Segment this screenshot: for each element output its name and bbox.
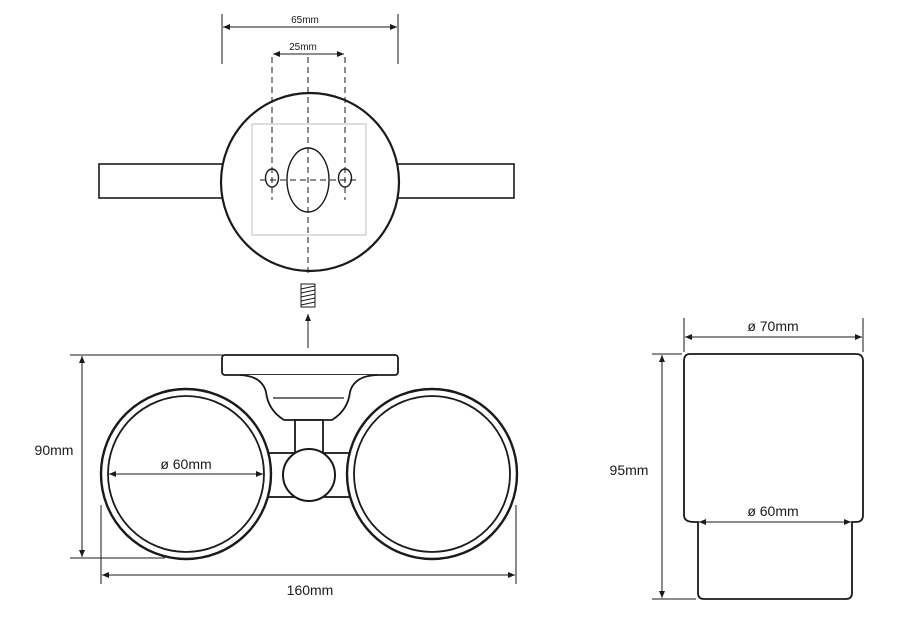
glass-outline	[683, 353, 864, 600]
dim-label-cup-diameter: ø 60mm	[160, 456, 211, 472]
dim-label-65: 65mm	[291, 15, 319, 26]
center-knob	[282, 448, 336, 502]
right-arm	[395, 163, 515, 199]
top-view: 65mm 25mm	[98, 14, 515, 275]
glass-view: ø 70mm 95mm ø 60mm	[610, 318, 864, 600]
dim-label-glass-bottom: ø 60mm	[747, 503, 798, 519]
right-cup-ring-inner	[353, 395, 511, 553]
front-view: ø 60mm 90mm 160mm	[35, 354, 519, 598]
left-cup-ring-inner	[107, 395, 265, 553]
dim-label-90: 90mm	[35, 442, 74, 458]
wall-plate	[219, 91, 401, 273]
dim-label-95: 95mm	[610, 462, 649, 478]
plate-top	[221, 354, 399, 376]
screw-icon	[300, 283, 316, 308]
right-cup-ring-outer	[345, 387, 519, 561]
dim-label-25: 25mm	[289, 42, 317, 53]
mounting-rect	[251, 123, 367, 236]
dim-label-70: ø 70mm	[747, 318, 798, 334]
left-arm	[98, 163, 224, 199]
dim-label-160: 160mm	[287, 582, 334, 598]
